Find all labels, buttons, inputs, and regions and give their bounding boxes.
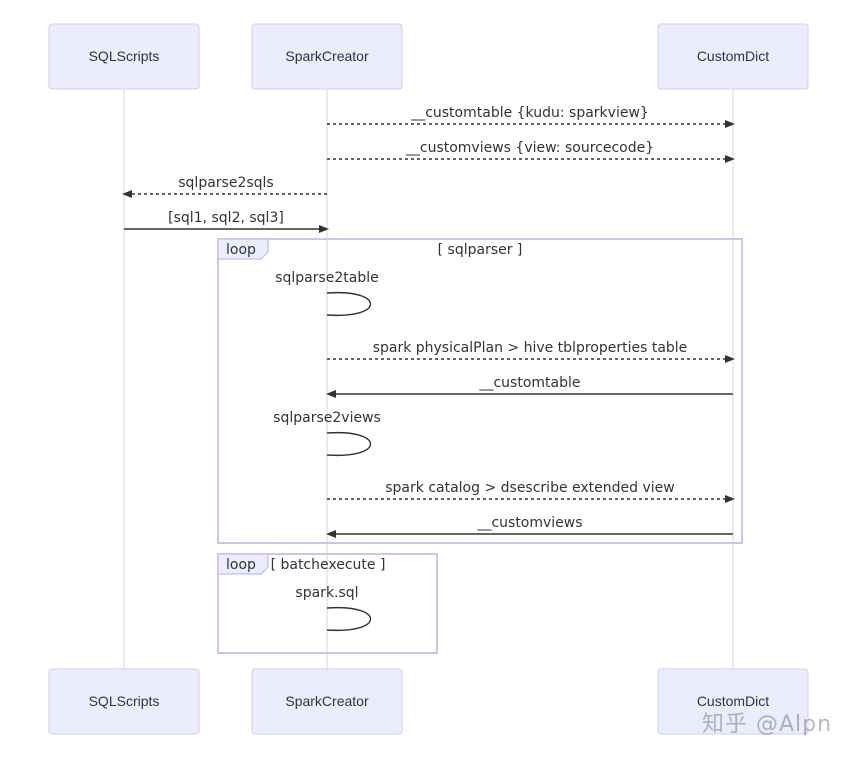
loop-keyword: loop xyxy=(226,557,256,573)
actor-sparkcreator-bottom: SparkCreator xyxy=(251,668,403,735)
arrowhead-icon xyxy=(725,155,735,163)
message-arrow: [sql1, sql2, sql3] xyxy=(124,210,329,233)
actor-label: SparkCreator xyxy=(285,693,369,709)
message-label: sqlparse2views xyxy=(273,410,381,426)
loop-frame-sqlparser: loop [ sqlparser ] xyxy=(217,238,743,544)
actor-label: SQLScripts xyxy=(89,693,160,709)
message-arrow: spark catalog > dsescribe extended view xyxy=(327,480,735,503)
self-message: spark.sql xyxy=(295,585,371,632)
message-arrow: __customviews xyxy=(326,515,733,538)
arrowhead-icon xyxy=(725,355,735,363)
message-label: __customviews {view: sourcecode} xyxy=(405,140,654,156)
self-message: sqlparse2table xyxy=(275,270,379,317)
message-arrow: __customtable {kudu: sparkview} xyxy=(327,105,735,128)
message-label: sqlparse2sqls xyxy=(178,175,273,191)
message-label: __customviews xyxy=(476,515,582,531)
actor-sqlscripts-bottom: SQLScripts xyxy=(48,668,200,735)
message-arrow: sqlparse2sqls xyxy=(122,175,327,198)
message-label: spark.sql xyxy=(295,585,358,601)
message-arrow: __customviews {view: sourcecode} xyxy=(327,140,735,163)
actor-label: CustomDict xyxy=(697,693,769,709)
message-label: sqlparse2table xyxy=(275,270,379,286)
actor-label: SparkCreator xyxy=(285,48,369,64)
actor-sparkcreator-top: SparkCreator xyxy=(251,23,403,90)
arrowhead-icon xyxy=(122,190,132,198)
actor-label: SQLScripts xyxy=(89,48,160,64)
message-label: __customtable {kudu: sparkview} xyxy=(410,105,649,121)
actor-sqlscripts-top: SQLScripts xyxy=(48,23,200,90)
message-arrow: __customtable xyxy=(326,375,733,398)
message-label: __customtable xyxy=(478,375,580,391)
watermark: 知乎 @Alpn xyxy=(702,712,833,737)
message-label: spark catalog > dsescribe extended view xyxy=(385,480,674,496)
self-message: sqlparse2views xyxy=(273,410,381,457)
arrowhead-icon xyxy=(319,225,329,233)
message-label: [sql1, sql2, sql3] xyxy=(168,210,284,226)
arrowhead-icon xyxy=(725,495,735,503)
message-arrow: spark physicalPlan > hive tblproperties … xyxy=(327,340,735,363)
actor-customdict-top: CustomDict xyxy=(657,23,809,90)
loop-condition: [ batchexecute ] xyxy=(271,557,386,573)
arrowhead-icon xyxy=(326,390,336,398)
arrowhead-icon xyxy=(326,530,336,538)
loop-condition: [ sqlparser ] xyxy=(438,242,523,258)
loop-frame-batchexecute: loop [ batchexecute ] xyxy=(217,553,438,654)
loop-keyword: loop xyxy=(226,242,256,258)
actor-label: CustomDict xyxy=(697,48,769,64)
message-label: spark physicalPlan > hive tblproperties … xyxy=(373,340,688,356)
actor-customdict-bottom: CustomDict xyxy=(657,668,809,735)
arrowhead-icon xyxy=(725,120,735,128)
